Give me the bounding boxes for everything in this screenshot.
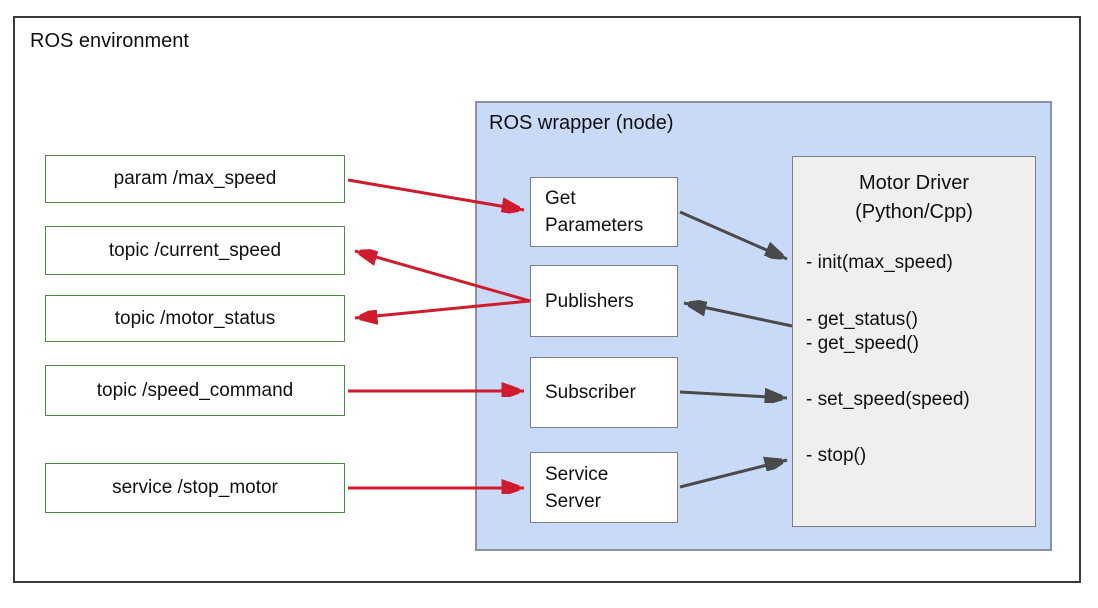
node-box-get-parameters: Get Parameters [530, 177, 678, 247]
motor-method-get-speed: - get_speed() [806, 333, 920, 354]
endpoint-label: topic /motor_status [114, 307, 276, 329]
motor-method-stop: - stop() [806, 445, 867, 466]
endpoint-box-topic-motor-status: topic /motor_status [45, 295, 345, 342]
endpoint-label: service /stop_motor [112, 477, 278, 498]
motor-driver-title: Motor Driver (Python/Cpp) [855, 172, 973, 223]
endpoint-label: topic /speed_command [96, 379, 294, 401]
endpoint-box-param-max-speed: param /max_speed [45, 155, 345, 203]
node-box-subscriber: Subscriber [530, 357, 678, 428]
endpoint-label: param /max_speed [113, 168, 277, 189]
motor-method-get-status: - get_status() [806, 309, 918, 330]
endpoint-box-service-stop-motor: service /stop_motor [45, 463, 345, 513]
node-box-service-server: Service Server [530, 452, 678, 523]
ros-wrapper-label: ROS wrapper (node) [489, 112, 674, 134]
motor-method-init: - init(max_speed) [806, 252, 953, 273]
endpoint-box-topic-current-speed: topic /current_speed [45, 226, 345, 275]
endpoint-label: topic /current_speed [108, 239, 282, 261]
node-box-publishers: Publishers [530, 265, 678, 337]
motor-driver-panel: Motor Driver (Python/Cpp) - init(max_spe… [792, 156, 1036, 527]
motor-method-set-speed: - set_speed(speed) [806, 389, 970, 410]
ros-environment-label: ROS environment [30, 30, 189, 52]
endpoint-box-topic-speed-command: topic /speed_command [45, 365, 345, 416]
